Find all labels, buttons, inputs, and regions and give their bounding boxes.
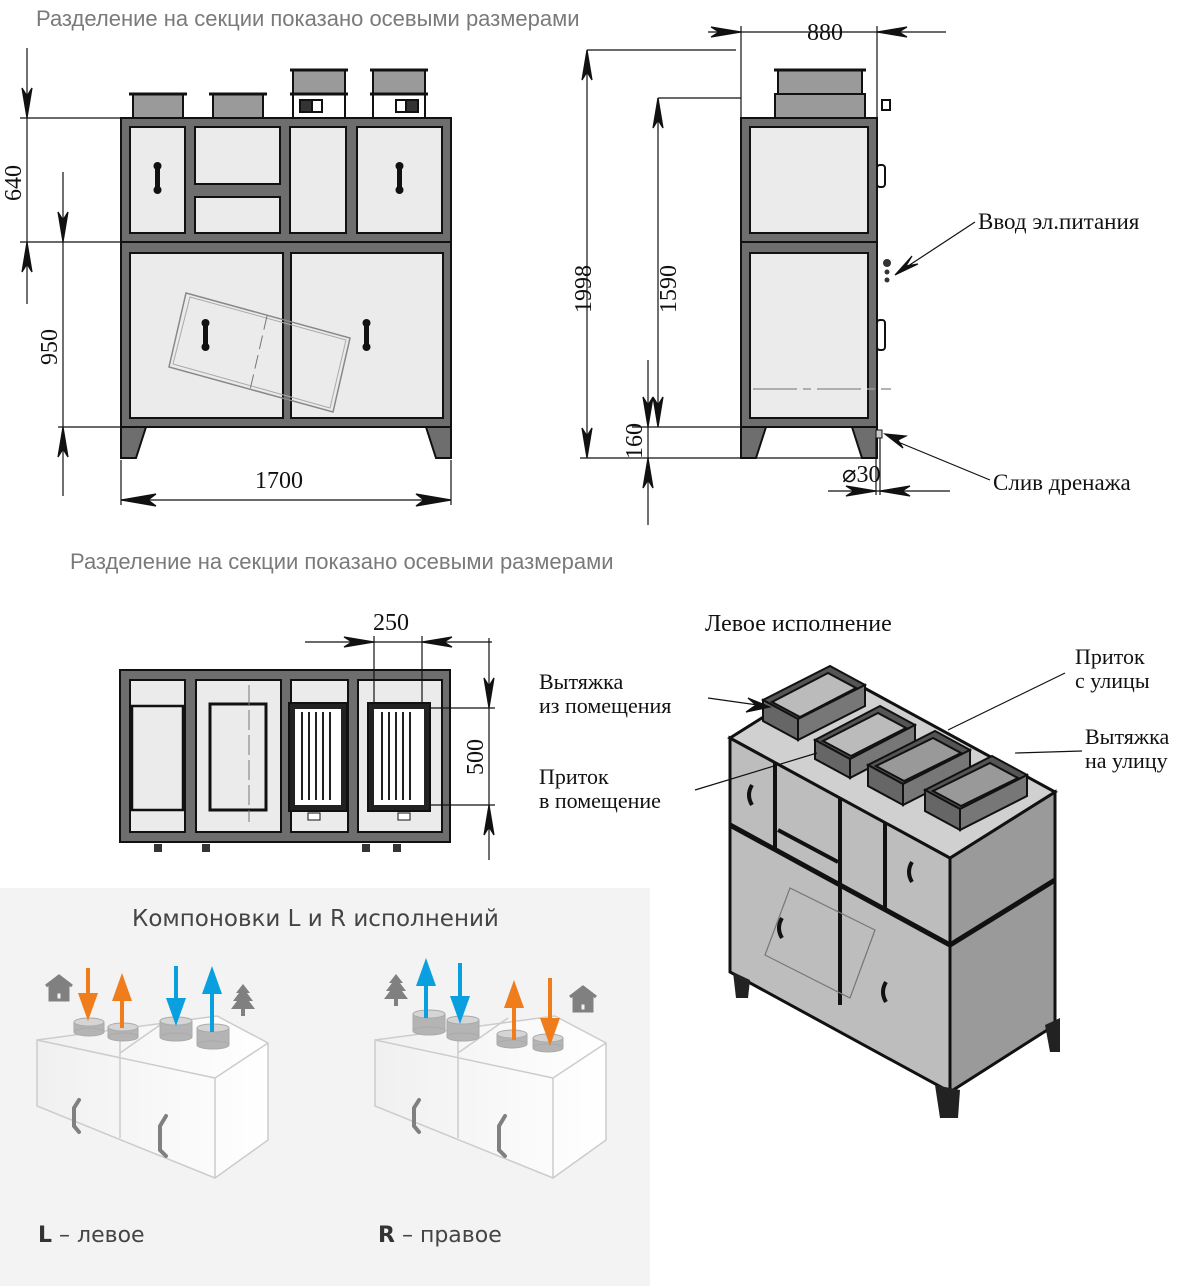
side-leg-left <box>740 426 768 459</box>
layout-l-unit <box>36 1015 269 1179</box>
section-note-middle: Разделение на секции показано осевыми ра… <box>70 549 614 574</box>
power-callout-leader <box>904 221 976 269</box>
dim-lower-height: 950 <box>37 329 63 365</box>
arrow-up-warm <box>504 980 524 1040</box>
arrow-down-warm <box>540 978 560 1046</box>
side-view: 880 1998 1590 160 ⌀30 Ввод эл.питания Сл… <box>560 0 1200 530</box>
tree-icon <box>384 974 408 1006</box>
front-view: 640 950 1700 <box>0 0 480 530</box>
arrow-down-cold <box>450 963 470 1024</box>
top-view-drawing <box>119 636 495 860</box>
front-handles-lower <box>201 319 371 351</box>
front-duct-3 <box>290 68 348 119</box>
top-view: 250 500 <box>100 600 520 860</box>
callout-supply-from-street: Приток с улицы <box>1075 644 1150 693</box>
drain-callout-leader <box>897 441 991 481</box>
dim-total-height: 1998 <box>571 265 597 313</box>
arrow-up-cold <box>416 958 436 1018</box>
layouts-title: Компоновки L и R исполнений <box>132 906 499 932</box>
iso-rotor-outline <box>764 887 876 999</box>
front-leg-right <box>424 426 452 459</box>
front-dimension-lines <box>20 48 452 507</box>
top-view-dimension-lines <box>305 636 495 860</box>
dim-duct-width: 250 <box>373 610 409 636</box>
dim-leg-height: 160 <box>622 423 648 459</box>
callout-power-input: Ввод эл.питания <box>978 209 1140 234</box>
layout-l-caption: L – левое <box>38 1223 145 1248</box>
diameter-symbol: ⌀ <box>842 462 857 488</box>
layouts-drawing <box>36 1009 607 1179</box>
front-view-drawing <box>20 48 452 507</box>
arrow-up-warm <box>112 973 132 1028</box>
front-duct-4 <box>370 68 428 119</box>
house-icon <box>569 985 597 1013</box>
layouts-arrows <box>45 958 597 1046</box>
side-view-drawing <box>580 26 991 525</box>
front-upper-door-right <box>356 126 443 234</box>
dim-width: 1700 <box>255 468 303 494</box>
dim-depth: 880 <box>807 20 843 46</box>
callout-exhaust-to-street: Вытяжка на улицу <box>1085 724 1170 773</box>
iso-leg-2 <box>935 1085 960 1118</box>
layouts-panel: Компоновки L и R исполнений <box>0 888 650 1286</box>
dim-duct-length: 500 <box>463 739 489 775</box>
iso-leg-1 <box>733 972 750 998</box>
side-leg-right <box>850 426 878 459</box>
arrow-down-warm <box>78 968 98 1021</box>
front-duct-1 <box>129 92 187 119</box>
iso-ducts <box>760 664 1030 832</box>
layout-r-letter: R <box>378 1223 395 1248</box>
front-rotor-outline <box>168 292 351 413</box>
side-handle-lower <box>876 319 886 351</box>
side-dimension-lines <box>580 26 991 525</box>
iso-leg-3 <box>1045 1018 1060 1052</box>
iso-title: Левое исполнение <box>705 611 892 637</box>
handle-icon <box>158 1114 168 1158</box>
iso-view: Левое исполнение <box>520 600 1200 1130</box>
handle-icon <box>412 1098 421 1134</box>
handle-icon <box>497 1114 507 1158</box>
handle-icon <box>72 1098 81 1134</box>
layout-l-spigots <box>73 1016 230 1050</box>
top-view-damper-1 <box>288 702 348 821</box>
iso-callout-leaders <box>694 672 1083 791</box>
callout-supply-to-room: Приток в помещение <box>539 764 661 813</box>
front-handles-upper <box>153 162 404 194</box>
front-leg-left <box>120 426 148 459</box>
dim-body-height: 1590 <box>656 265 682 313</box>
side-handle-upper <box>876 164 886 188</box>
callout-exhaust-from-room: Вытяжка из помещения <box>539 669 672 718</box>
top-view-damper-2 <box>367 702 431 821</box>
callout-drain: Слив дренажа <box>993 470 1131 495</box>
front-duct-2 <box>209 92 267 119</box>
side-duct <box>774 68 891 119</box>
dim-drain-diameter: ⌀30 <box>842 462 881 488</box>
section-note-top: Разделение на секции показано осевыми ра… <box>36 6 580 31</box>
house-icon <box>45 974 73 1002</box>
drain-pipe <box>875 429 883 439</box>
layout-l-letter: L <box>38 1223 53 1248</box>
iso-drawing <box>694 664 1083 1118</box>
layout-r-caption: R – правое <box>378 1223 502 1248</box>
arrow-down-cold <box>166 966 186 1026</box>
layout-r-unit <box>374 1015 607 1179</box>
arrow-up-cold <box>202 966 222 1032</box>
power-connector <box>883 259 891 283</box>
tree-icon <box>231 984 255 1016</box>
dim-upper-height: 640 <box>1 165 27 201</box>
